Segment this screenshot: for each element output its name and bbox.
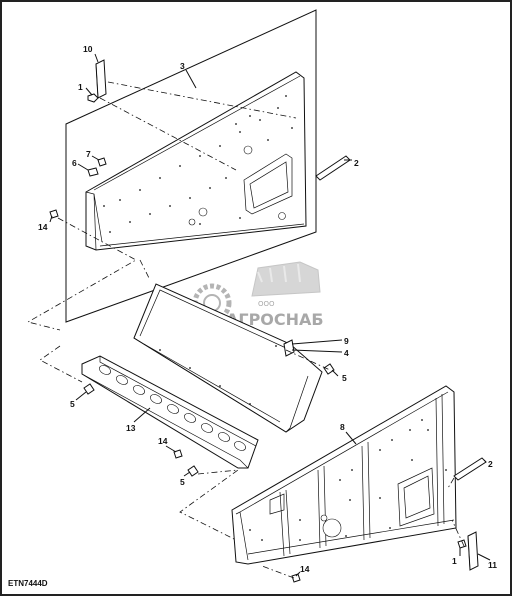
watermark-name: АГРОСНАБ: [226, 310, 324, 329]
part-10-bracket: [95, 59, 107, 99]
callout-8: 8: [340, 422, 345, 432]
diagram-code: ETN7444D: [8, 579, 48, 588]
callout-5-right: 5: [342, 373, 347, 383]
callout-5-left: 5: [70, 399, 75, 409]
callout-2-bottom: 2: [488, 459, 493, 469]
part-3-upper-panel: [65, 9, 317, 323]
part-8-lower-panel: [231, 385, 457, 565]
callout-14-top: 14: [38, 222, 48, 232]
part-13-ladder-bar: [81, 355, 259, 469]
callout-1-top: 1: [78, 82, 83, 92]
callout-4: 4: [344, 348, 349, 358]
callout-labels: 10 1 3 6 7 2 14 9 4 5 5 13 14 5 8 2 1 11…: [38, 44, 497, 574]
callout-10: 10: [83, 44, 93, 54]
callout-3: 3: [180, 61, 185, 71]
callout-6: 6: [72, 158, 77, 168]
watermark-abbr: ООО: [258, 300, 275, 308]
callout-11: 11: [488, 560, 497, 570]
callout-7: 7: [86, 149, 91, 159]
leader-lines: [49, 53, 491, 577]
callout-14-mid: 14: [158, 436, 168, 446]
agrosnab-watermark: ООО АГРОСНАБ: [192, 261, 324, 329]
callout-1-bottom: 1: [452, 556, 457, 566]
callout-13: 13: [126, 423, 136, 433]
callout-5-bottom: 5: [180, 477, 185, 487]
middle-cover-panel: [133, 283, 323, 433]
callout-9: 9: [344, 336, 349, 346]
callout-14-bottom: 14: [300, 564, 310, 574]
part-11-bracket: [467, 531, 479, 571]
callout-2-top: 2: [354, 158, 359, 168]
assembly-lines: [26, 81, 465, 579]
